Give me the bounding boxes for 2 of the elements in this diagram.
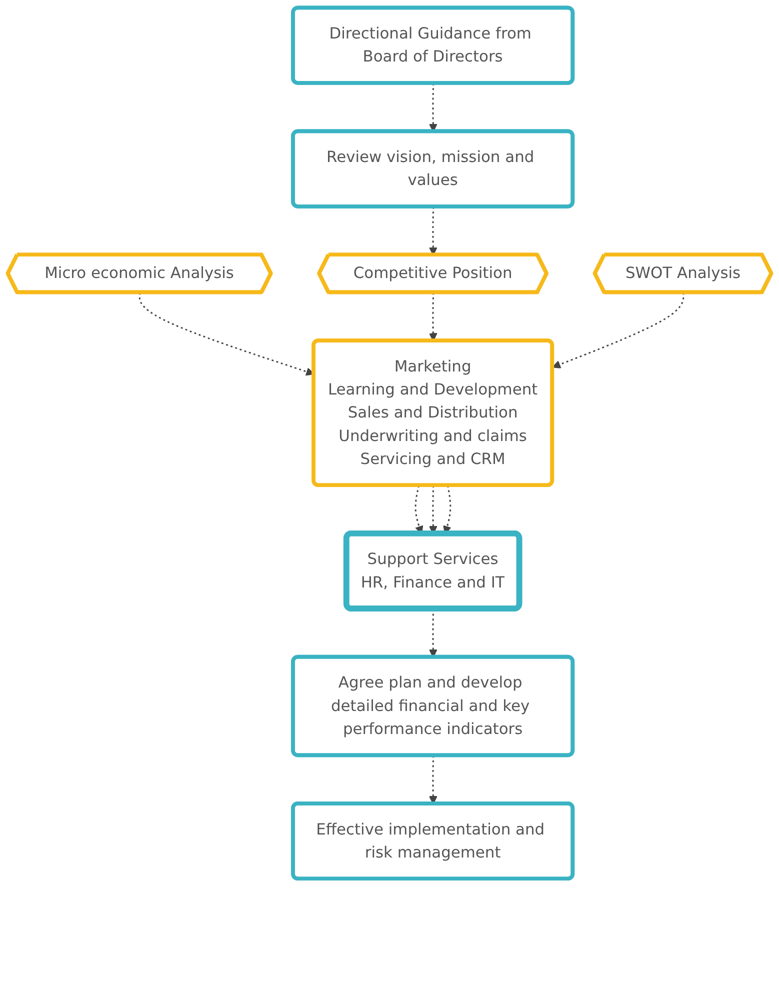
arrow [552,292,684,368]
arrow [428,206,438,256]
